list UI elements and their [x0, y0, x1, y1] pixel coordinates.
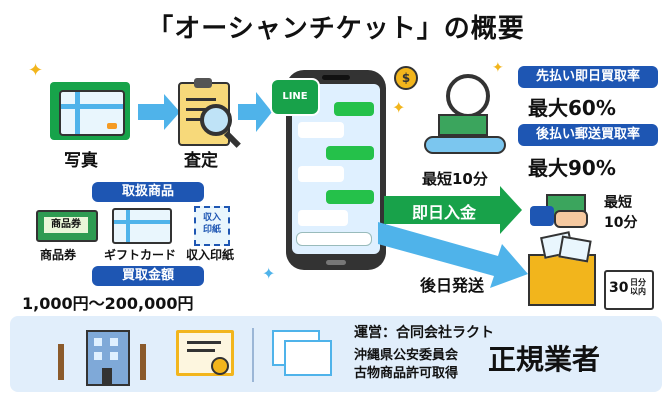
- calendar-number: 30: [609, 280, 629, 296]
- prepay-header: 先払い即日買取率: [518, 66, 658, 88]
- later-ship-label: 後日発送: [420, 276, 485, 295]
- same-day-label: 即日入金: [412, 203, 477, 222]
- prepay-rate: 最大60%: [528, 96, 616, 120]
- magnifier-icon: [200, 104, 232, 136]
- amount-header: 買取金額: [92, 266, 204, 286]
- gift-card-photo: [59, 90, 125, 136]
- handling-item-voucher: 商品券: [40, 248, 77, 262]
- line-app-label: LINE: [282, 91, 308, 102]
- band-divider: [252, 328, 254, 382]
- postpay-time-line1: 最短: [604, 195, 632, 211]
- palm-tree-icon: [58, 344, 64, 380]
- same-day-arrow: [384, 196, 502, 224]
- company-license-2: 古物商品許可取得: [354, 366, 459, 381]
- hand-money-icon: [424, 114, 506, 154]
- sparkle-icon: ✦: [492, 60, 504, 76]
- cash-handshake-icon: [530, 190, 592, 230]
- license-documents-icon: [272, 330, 332, 376]
- sparkle-icon: ✦: [392, 98, 406, 117]
- later-ship-arrow: [378, 222, 528, 288]
- handling-item-stamp: 収入印紙: [186, 248, 235, 262]
- gift-voucher-text: 商品券: [44, 217, 88, 233]
- postpay-header: 後払い郵送買取率: [518, 124, 658, 146]
- handling-header: 取扱商品: [92, 182, 204, 202]
- revenue-stamp-text: 収入 印紙: [202, 213, 221, 235]
- sparkle-icon: ✦: [262, 264, 276, 283]
- certificate-icon: [176, 330, 234, 376]
- page-title: 「オーシャンチケット」の概要: [147, 14, 525, 44]
- postpay-time-line2: 10分: [604, 215, 638, 231]
- line-app-icon: LINE: [270, 78, 320, 116]
- amount-range: 1,000円〜200,000円: [22, 294, 194, 313]
- assess-label: 査定: [184, 151, 218, 171]
- photo-frame: [50, 82, 130, 140]
- company-operator: 運営：合同会社ラクト: [354, 325, 494, 341]
- flow-arrow-1: [138, 104, 164, 120]
- gift-voucher-icon: 商品券: [36, 210, 98, 242]
- company-license-1: 沖縄県公安委員会: [354, 348, 459, 363]
- dollar-coin-icon: $: [394, 66, 418, 90]
- palm-tree-icon: [140, 344, 146, 380]
- revenue-stamp-icon: 収入 印紙: [194, 206, 230, 246]
- authorized-dealer-badge: 正規業者: [488, 343, 601, 376]
- flow-arrow-2-head: [256, 92, 272, 132]
- postpay-rate: 最大90%: [528, 156, 616, 180]
- same-day-arrow-head: [500, 186, 522, 234]
- calendar-unit: 日分 以内: [630, 278, 646, 296]
- gift-card-icon: [112, 208, 172, 244]
- shipping-box-icon: [528, 231, 596, 306]
- flow-arrow-1-head: [164, 94, 180, 130]
- flow-arrow-2: [238, 104, 258, 120]
- office-building-icon: [86, 330, 130, 386]
- calendar-icon: 30 日分 以内: [604, 270, 654, 310]
- prepay-time-label: 最短10分: [422, 170, 488, 188]
- photo-label: 写真: [64, 151, 98, 171]
- stopwatch-icon: [446, 74, 490, 118]
- handling-item-giftcard: ギフトカード: [104, 248, 177, 262]
- sparkle-icon: ✦: [28, 60, 44, 81]
